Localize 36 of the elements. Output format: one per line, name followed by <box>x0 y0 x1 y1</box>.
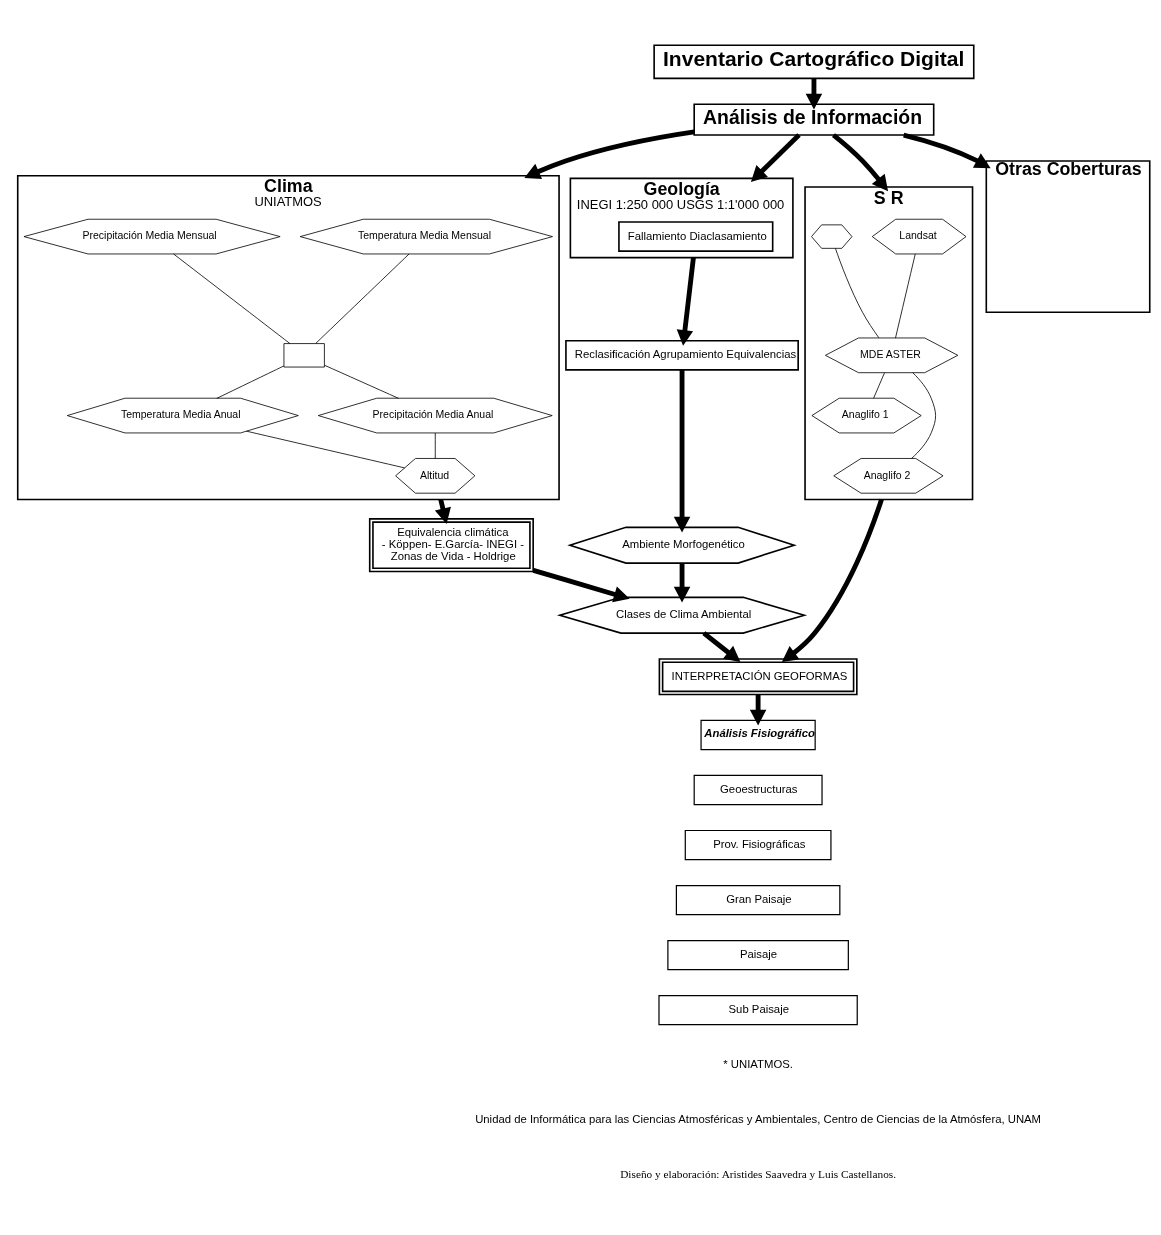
connector <box>434 432 436 459</box>
node-box: Fallamiento Diaclasamiento <box>618 221 774 252</box>
arrow <box>532 568 630 603</box>
connector <box>873 372 885 399</box>
connector <box>173 253 291 344</box>
arrow <box>673 370 691 533</box>
connector <box>246 430 405 469</box>
arrow <box>832 133 889 192</box>
node-hexagon <box>811 224 853 249</box>
node-box: Geoestructuras <box>693 774 823 806</box>
node-box: Análisis Fisiográfico <box>700 719 816 751</box>
node-box: Gran Paisaje <box>675 884 841 916</box>
node-box: Sub Paisaje <box>658 994 858 1026</box>
connector <box>216 365 285 399</box>
node-box: Paisaje <box>667 939 849 971</box>
arrow <box>781 498 884 662</box>
arrow <box>702 631 741 662</box>
arrow <box>676 257 696 346</box>
node-box <box>283 343 325 368</box>
arrow <box>903 132 991 169</box>
arrow <box>524 129 695 179</box>
arrow <box>673 563 691 603</box>
arrow <box>750 133 801 182</box>
connector <box>315 253 410 344</box>
node-box: Prov. Fisiográficas <box>684 829 832 861</box>
label: Unidad de Informática para las Ciencias Atmosféricas y Ambientales, Centro de Ciencias de la Atmósfera, UNAM <box>475 1113 1042 1126</box>
connector <box>910 372 936 459</box>
label: * UNIATMOS. <box>723 1058 793 1071</box>
connector <box>895 253 916 339</box>
node-box: Otras Coberturas <box>985 160 1151 314</box>
node-box: Inventario Cartográfico Digital <box>653 44 975 80</box>
label: Diseño y elaboración: Aristides Saavedra y Luis Castellanos. <box>620 1168 897 1181</box>
connector <box>835 248 880 339</box>
connector <box>324 364 399 399</box>
node-box: Reclasificación Agrupamiento Equivalencias <box>565 339 799 371</box>
node-box: Análisis de Información <box>693 103 935 136</box>
